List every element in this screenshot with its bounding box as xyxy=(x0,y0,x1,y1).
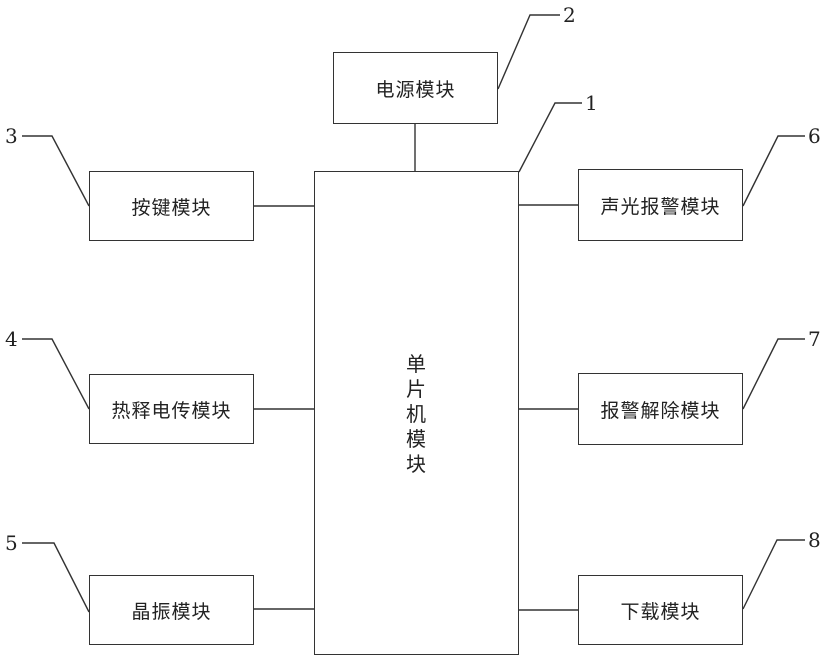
leader-line-2 xyxy=(498,15,560,89)
crystal-module-label: 晶振模块 xyxy=(131,597,211,624)
key-module-label: 按键模块 xyxy=(131,193,211,220)
leader-line-5 xyxy=(22,543,89,612)
label-number-2: 2 xyxy=(563,5,576,25)
mcu-label-char: 片 xyxy=(406,377,427,402)
power-module-label: 电源模块 xyxy=(375,75,455,102)
mcu-module-box: 单 片 机 模 块 xyxy=(314,171,519,655)
pyro-module-box: 热释电传模块 xyxy=(89,374,254,444)
label-number-3: 3 xyxy=(5,126,18,146)
download-module-box: 下载模块 xyxy=(578,575,743,645)
download-module-label: 下载模块 xyxy=(620,597,700,624)
label-number-7: 7 xyxy=(808,329,821,349)
label-number-1: 1 xyxy=(585,93,598,113)
mcu-label-char: 机 xyxy=(406,402,427,427)
label-number-5: 5 xyxy=(5,533,18,553)
release-module-box: 报警解除模块 xyxy=(578,373,743,445)
pyro-module-label: 热释电传模块 xyxy=(111,396,231,423)
label-number-8: 8 xyxy=(808,530,821,550)
leader-line-7 xyxy=(743,339,805,409)
leader-line-6 xyxy=(743,136,805,206)
power-module-box: 电源模块 xyxy=(333,52,498,124)
leader-line-3 xyxy=(22,136,89,206)
crystal-module-box: 晶振模块 xyxy=(89,575,254,645)
mcu-label-char: 单 xyxy=(406,352,427,377)
leader-line-4 xyxy=(22,339,89,409)
leader-line-1 xyxy=(519,103,582,172)
label-number-4: 4 xyxy=(5,329,18,349)
alarm-module-box: 声光报警模块 xyxy=(578,169,743,241)
release-module-label: 报警解除模块 xyxy=(600,396,720,423)
leader-line-8 xyxy=(743,540,805,609)
alarm-module-label: 声光报警模块 xyxy=(600,192,720,219)
mcu-label-char: 块 xyxy=(406,452,427,477)
key-module-box: 按键模块 xyxy=(89,171,254,241)
mcu-label-char: 模 xyxy=(406,427,427,452)
label-number-6: 6 xyxy=(808,126,821,146)
